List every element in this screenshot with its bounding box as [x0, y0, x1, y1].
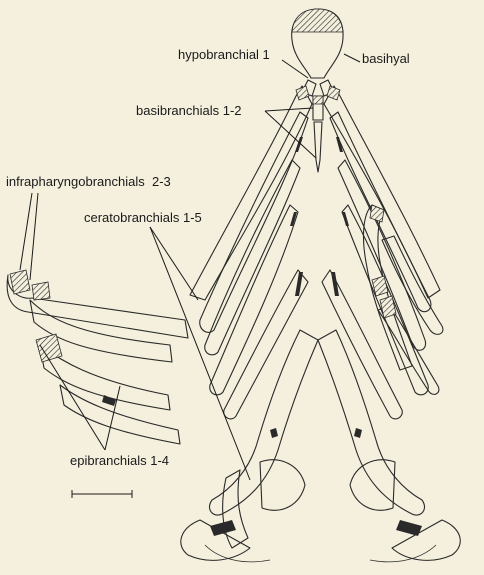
basibranchials-bone [313, 96, 323, 172]
lower-pharyngeal-elements [181, 330, 460, 562]
label-epibranchials: epibranchials 1-4 [70, 453, 169, 468]
basihyal-bone [292, 9, 343, 78]
label-ceratobranchials: ceratobranchials 1-5 [84, 210, 202, 225]
central-left-ceratobranchials [190, 86, 312, 419]
label-basihyal: basihyal [362, 51, 410, 66]
left-dorsal-elements [7, 270, 188, 444]
right-epibranchial-elements [364, 205, 443, 394]
scale-bar [72, 490, 132, 498]
label-hypobranchial-1: hypobranchial 1 [178, 47, 270, 62]
label-basibranchials: basibranchials 1-2 [136, 103, 242, 118]
label-infrapharyngobranchials: infrapharyngobranchials 2-3 [6, 174, 171, 189]
central-right-ceratobranchials [322, 86, 440, 419]
